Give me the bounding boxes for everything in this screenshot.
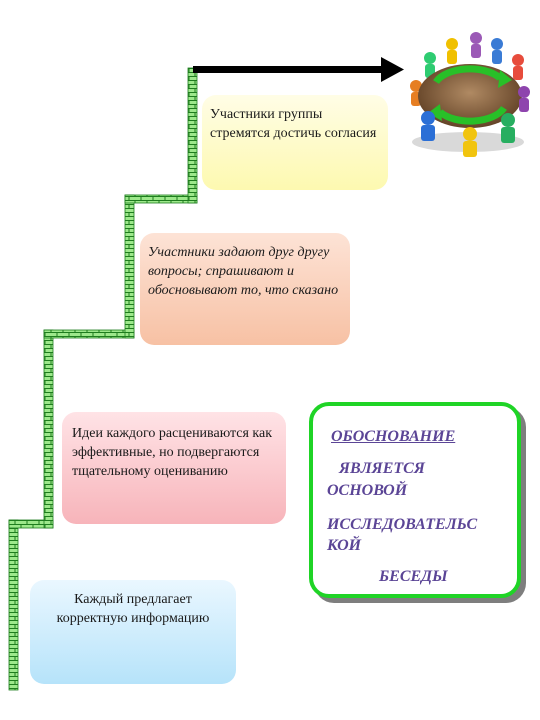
stair-riser-2 bbox=[43, 329, 54, 529]
callout-line: ОБОСНОВАНИЕ bbox=[331, 428, 456, 445]
callout-line: ОСНОВОЙ bbox=[327, 482, 408, 499]
stair-riser-4 bbox=[187, 67, 198, 204]
callout-line: КОЙ bbox=[327, 537, 362, 554]
brick-staircase bbox=[8, 67, 198, 691]
callout-line: ЯВЛЯЕТСЯ bbox=[339, 460, 425, 477]
step-text: Каждый предлагает корректную информацию bbox=[56, 592, 210, 626]
step-text: Идеи каждого расцениваются как эффективн… bbox=[72, 426, 273, 479]
stair-tread-2 bbox=[43, 329, 135, 339]
stair-riser-1 bbox=[8, 519, 19, 691]
step-box-questions: Участники задают друг другу вопросы; спр… bbox=[140, 233, 350, 345]
stair-tread-3 bbox=[124, 194, 198, 204]
callout-line: БЕСЕДЫ bbox=[379, 568, 448, 585]
step-box-information: Каждый предлагает корректную информацию bbox=[30, 580, 236, 684]
step-text: Участники задают друг другу вопросы; спр… bbox=[148, 245, 339, 298]
step-text: Участники группы стремятся достичь согла… bbox=[210, 107, 377, 141]
right-arrow-icon bbox=[193, 57, 404, 82]
conclusion-callout: ОБОСНОВАНИЕ ЯВЛЯЕТСЯ ОСНОВОЙ ИССЛЕДОВАТЕ… bbox=[309, 402, 521, 598]
round-table-meeting-icon bbox=[410, 32, 530, 157]
step-box-consensus: Участники группы стремятся достичь согла… bbox=[202, 95, 388, 190]
stair-riser-3 bbox=[124, 194, 135, 339]
step-box-ideas: Идеи каждого расцениваются как эффективн… bbox=[62, 412, 286, 524]
callout-line: ИССЛЕДОВАТЕЛЬС bbox=[327, 516, 478, 533]
